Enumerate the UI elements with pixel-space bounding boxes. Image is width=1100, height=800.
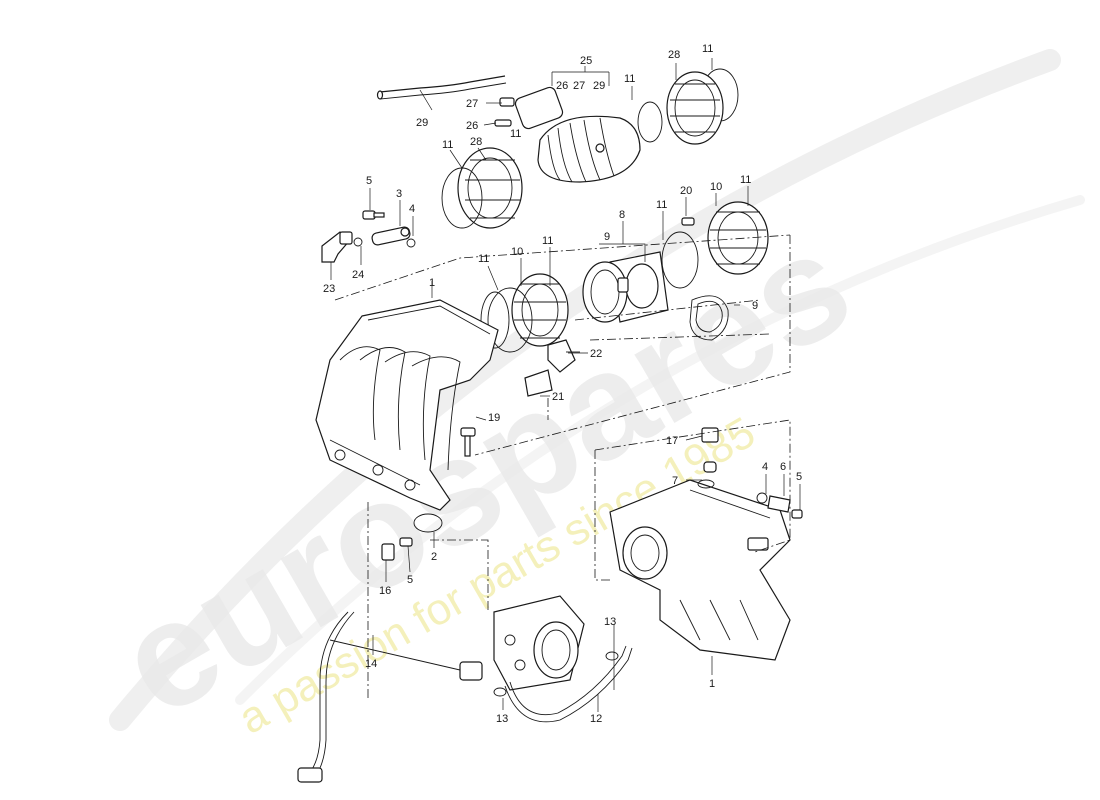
connector-3 (371, 226, 411, 246)
callout-28-right: 28 (668, 49, 680, 61)
screw-5-top (362, 210, 385, 220)
callout-27: 27 (466, 98, 478, 110)
callout-29: 29 (416, 117, 428, 129)
callout-9-gasket: 9 (752, 300, 758, 312)
callout-19: 19 (488, 412, 500, 424)
gasket-9 (689, 295, 729, 341)
callout-10-left: 10 (511, 246, 523, 258)
callout-24: 24 (352, 269, 364, 281)
throttle-adapter-8 (582, 251, 669, 323)
callout-11-left: 11 (442, 139, 453, 151)
callout-4-top: 4 (409, 203, 415, 215)
sensor-housing-27-26 (494, 86, 564, 130)
seal-24 (353, 237, 363, 247)
callout-13-right: 13 (604, 616, 616, 628)
callout-23: 23 (323, 283, 335, 295)
callout-25: 25 (580, 55, 592, 67)
callout-26-group: 26 (556, 80, 568, 92)
callout-10-right: 10 (710, 181, 722, 193)
elbow-fitting-23 (321, 231, 353, 263)
callout-1-lower: 1 (709, 678, 715, 690)
callout-11-top-right: 11 (702, 43, 713, 55)
watermark-brand: eurospares (92, 198, 876, 748)
callout-4-lower: 4 (762, 461, 768, 473)
callout-6: 6 (780, 461, 786, 473)
clamp-13 (493, 651, 619, 697)
air-duct-bellows-25 (537, 115, 641, 183)
callout-11-mid-right: 11 (656, 199, 667, 211)
intake-pipe-10-right (661, 201, 769, 289)
duct-ring-28-right (666, 71, 724, 145)
bracket-16-screw-5 (381, 537, 413, 561)
callout-labels: 25 26 27 29 28 11 11 27 26 29 11 28 11 5… (323, 43, 802, 725)
callout-13-left: 13 (496, 713, 508, 725)
callout-28-left: 28 (470, 136, 482, 148)
clamp-ring-11-middle (480, 291, 510, 349)
callout-8: 8 (619, 209, 625, 221)
oring-2 (413, 513, 443, 533)
callout-5-lower-right: 5 (796, 471, 802, 483)
callout-14: 14 (365, 658, 377, 670)
callout-17: 17 (666, 435, 678, 447)
throttle-body (493, 595, 585, 691)
duct-ring-28-left (441, 147, 523, 229)
intake-manifold-1-upper (315, 299, 499, 511)
sensor-22-bracket-21 (524, 339, 580, 397)
callout-21: 21 (552, 391, 564, 403)
callout-27-group: 27 (573, 80, 585, 92)
bolt-19 (460, 427, 476, 457)
callout-20: 20 (680, 185, 692, 197)
callout-5-top: 5 (366, 175, 372, 187)
assembly-guide-lines (334, 234, 791, 700)
leader-lines (330, 58, 801, 712)
callout-2: 2 (431, 551, 437, 563)
breather-hose-29 (376, 75, 507, 100)
intake-pipe-10-left (487, 273, 569, 353)
oring-4-top (406, 238, 416, 248)
callout-11-mid: 11 (542, 235, 553, 247)
washer-4-plate-6-screw-5 (756, 492, 803, 519)
callout-29-group: 29 (593, 80, 605, 92)
callout-22: 22 (590, 348, 602, 360)
callout-1-upper: 1 (429, 277, 435, 289)
callout-12: 12 (590, 713, 602, 725)
callout-11-mid-left: 11 (478, 253, 489, 265)
callout-11-right: 11 (740, 174, 751, 186)
callout-3: 3 (396, 188, 402, 200)
callout-11-duct: 11 (510, 128, 521, 140)
hose-12 (504, 645, 633, 723)
vacuum-line-14 (297, 611, 483, 783)
callout-5-lower-left: 5 (407, 574, 413, 586)
callout-26: 26 (466, 120, 478, 132)
intake-manifold-1-lower (609, 479, 791, 661)
callout-9-upper: 9 (604, 231, 610, 243)
callout-11-top: 11 (624, 73, 635, 85)
callout-7: 7 (672, 475, 678, 487)
callout-16: 16 (379, 585, 391, 597)
